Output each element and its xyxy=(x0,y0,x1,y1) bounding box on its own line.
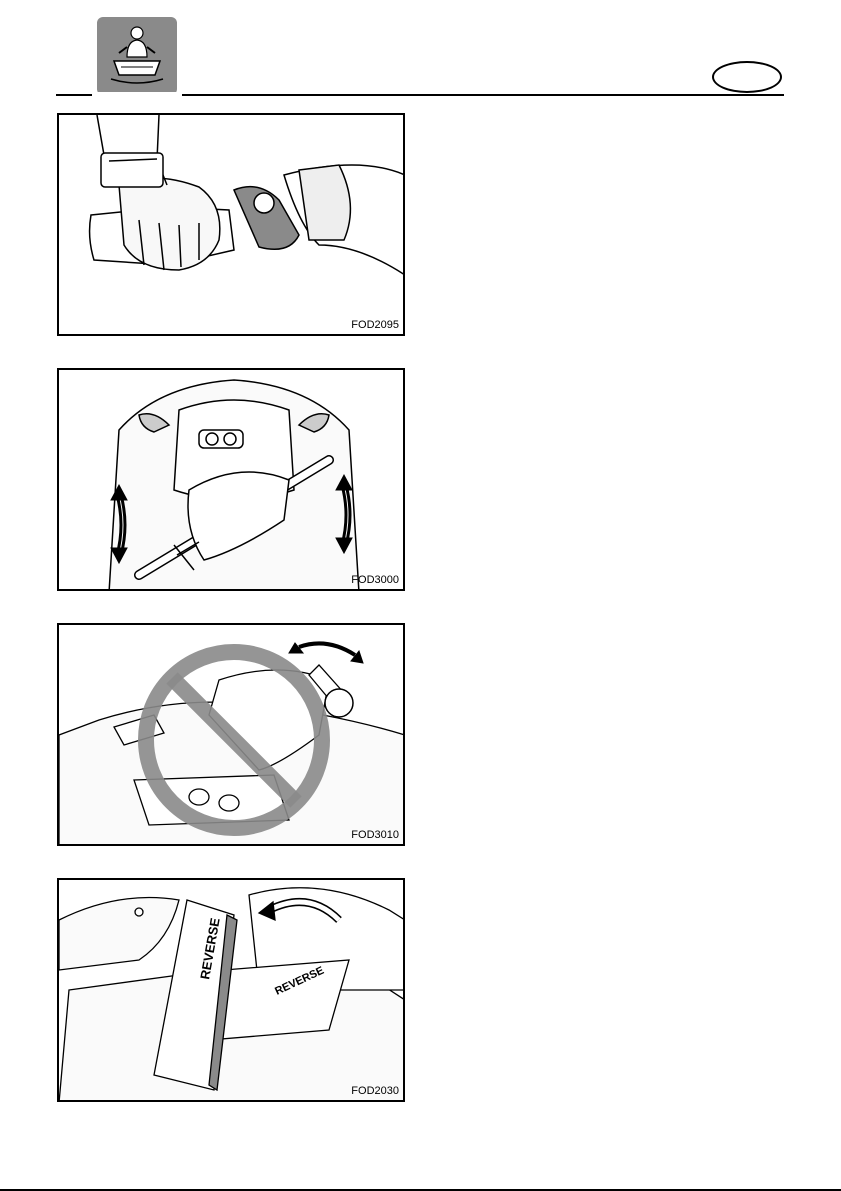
header-rule-gap xyxy=(92,92,182,98)
figure-reverse-lever: REVERSE REVERSE FOD2030 xyxy=(57,878,405,1102)
figure-code: FOD3010 xyxy=(351,829,399,841)
figure-code: FOD3000 xyxy=(351,574,399,586)
prohibited-handlebar-adjust-icon xyxy=(59,625,405,846)
section-icon xyxy=(97,17,177,95)
reverse-gate-lever-icon: REVERSE REVERSE xyxy=(59,880,405,1102)
figure-code: FOD2095 xyxy=(351,319,399,331)
rider-on-watercraft-icon xyxy=(97,17,177,95)
throttle-grip-hand-icon xyxy=(59,115,405,336)
steering-handlebar-tilt-icon xyxy=(59,370,405,591)
figure-handlebar-tilt: FOD3000 xyxy=(57,368,405,591)
language-badge xyxy=(712,61,782,93)
figure-code: FOD2030 xyxy=(351,1085,399,1097)
figure-prohibited-adjust: FOD3010 xyxy=(57,623,405,846)
figure-throttle-grip: FOD2095 xyxy=(57,113,405,336)
